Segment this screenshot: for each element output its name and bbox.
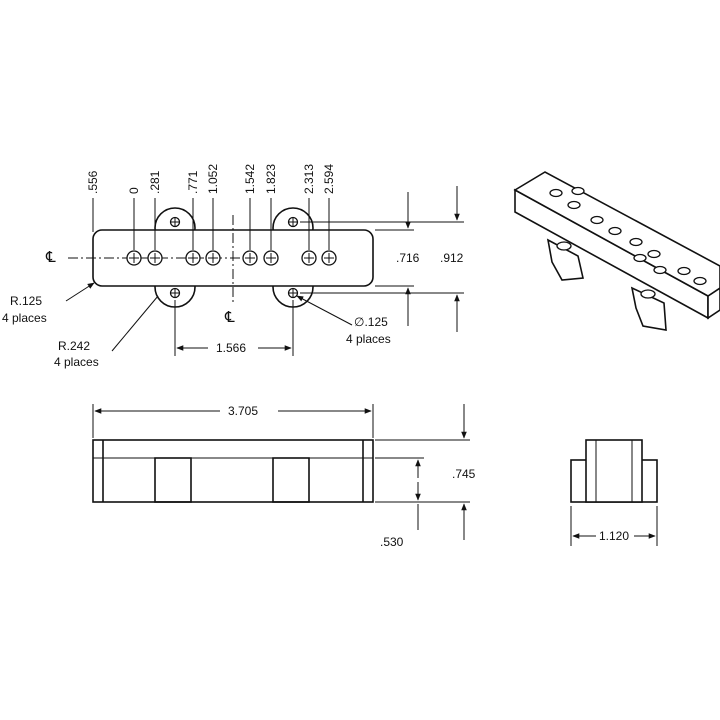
centerline-symbol-left: ℄ (45, 249, 56, 266)
pole-dim-label: 0 (127, 187, 141, 194)
end-view: 1.120 (570, 439, 658, 546)
pole-dim-label: 2.313 (302, 164, 316, 194)
pole-piece (301, 250, 317, 266)
height-dimension-530: .530 (375, 457, 424, 549)
side-view: 3.705 .745 .530 (92, 404, 476, 549)
side-ear-left (154, 457, 192, 503)
height-dimension-912: .912 (300, 186, 464, 332)
mounting-holes (169, 216, 299, 299)
callout-r125: R.125 4 places (2, 282, 95, 325)
svg-text:∅.125: ∅.125 (354, 315, 388, 329)
side-ear-right (272, 457, 310, 503)
pole-dim-label: .281 (148, 170, 162, 194)
svg-text:R.125: R.125 (10, 294, 42, 308)
svg-text:4 places: 4 places (54, 355, 99, 369)
svg-text:.912: .912 (440, 251, 464, 265)
pole-piece (205, 250, 221, 266)
svg-text:4 places: 4 places (346, 332, 391, 346)
pole-dim-label: 1.542 (243, 164, 257, 194)
svg-text:1.566: 1.566 (216, 341, 246, 355)
svg-text:.716: .716 (396, 251, 420, 265)
height-dimension-716: .716 (375, 192, 420, 326)
svg-text:1.120: 1.120 (599, 529, 629, 543)
iso-pole-holes (549, 186, 707, 286)
pole-dim-label: .556 (86, 170, 100, 194)
callout-hole-diameter: ∅.125 4 places (296, 295, 391, 346)
iso-mounting-ear (630, 286, 667, 331)
svg-text:.745: .745 (452, 467, 476, 481)
isometric-view (513, 171, 720, 331)
side-body (92, 439, 374, 503)
svg-text:4 places: 4 places (2, 311, 47, 325)
iso-mounting-ear (546, 238, 584, 281)
svg-text:R.242: R.242 (58, 339, 90, 353)
pole-piece (242, 250, 258, 266)
centerline-symbol-bottom: ℄ (224, 309, 235, 326)
pole-piece (321, 250, 337, 266)
pole-dim-label: 2.594 (322, 164, 336, 194)
width-dimension: 1.120 (570, 506, 658, 546)
pole-dim-label: 1.823 (264, 164, 278, 194)
length-dimension: 3.705 (92, 404, 374, 438)
end-body (585, 439, 643, 503)
height-dimension-745: .745 (375, 404, 476, 540)
pole-piece (263, 250, 279, 266)
svg-text:.530: .530 (380, 535, 404, 549)
pole-dim-label: 1.052 (206, 164, 220, 194)
pole-dim-label: .771 (186, 170, 200, 194)
svg-text:3.705: 3.705 (228, 404, 258, 418)
pole-piece (147, 250, 163, 266)
pole-piece (126, 250, 142, 266)
pole-piece (185, 250, 201, 266)
pole-extension-lines (92, 198, 330, 250)
pole-pieces (126, 250, 337, 266)
ear-spacing-dimension: 1.566 (174, 300, 294, 356)
top-view: ℄ ℄ .556 0 .281 .771 (2, 164, 464, 369)
callout-r242: R.242 4 places (54, 295, 159, 369)
